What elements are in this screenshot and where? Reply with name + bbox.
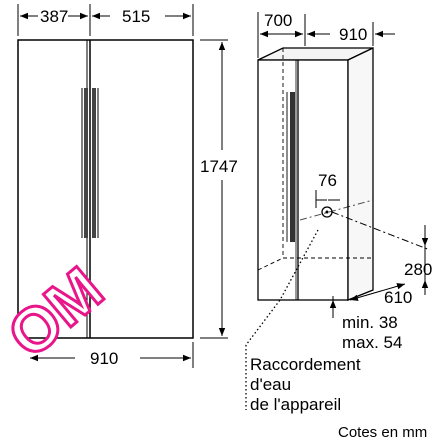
total-width-label: 910 [90, 349, 118, 368]
fridge-side-face [347, 46, 374, 301]
water-connection-line-2: d'eau [250, 375, 291, 394]
side-view [245, 12, 431, 410]
fridge-front-body [17, 39, 194, 339]
height-label: 1747 [200, 157, 238, 176]
fridge-iso-front [257, 59, 349, 301]
width-right-label: 515 [122, 7, 150, 26]
gap-max-label: max. 54 [342, 333, 402, 352]
units-footer: Cotes en mm [338, 424, 427, 441]
inlet-height-label: 76 [318, 171, 337, 190]
gap-min-label: min. 38 [342, 313, 398, 332]
depth-label: 700 [264, 11, 292, 30]
right-door-handle [92, 88, 96, 238]
left-door-handle [84, 88, 88, 238]
inlet-offset-label: 610 [384, 288, 412, 307]
side-width-label: 910 [339, 25, 367, 44]
front-view [17, 4, 228, 368]
width-left-label: 387 [40, 7, 68, 26]
water-connection-line-3: de l'appareil [250, 395, 341, 414]
depth-right-label: 280 [404, 260, 432, 279]
iso-door-handle [290, 92, 295, 242]
water-connection-line-1: Raccordement [250, 355, 361, 374]
